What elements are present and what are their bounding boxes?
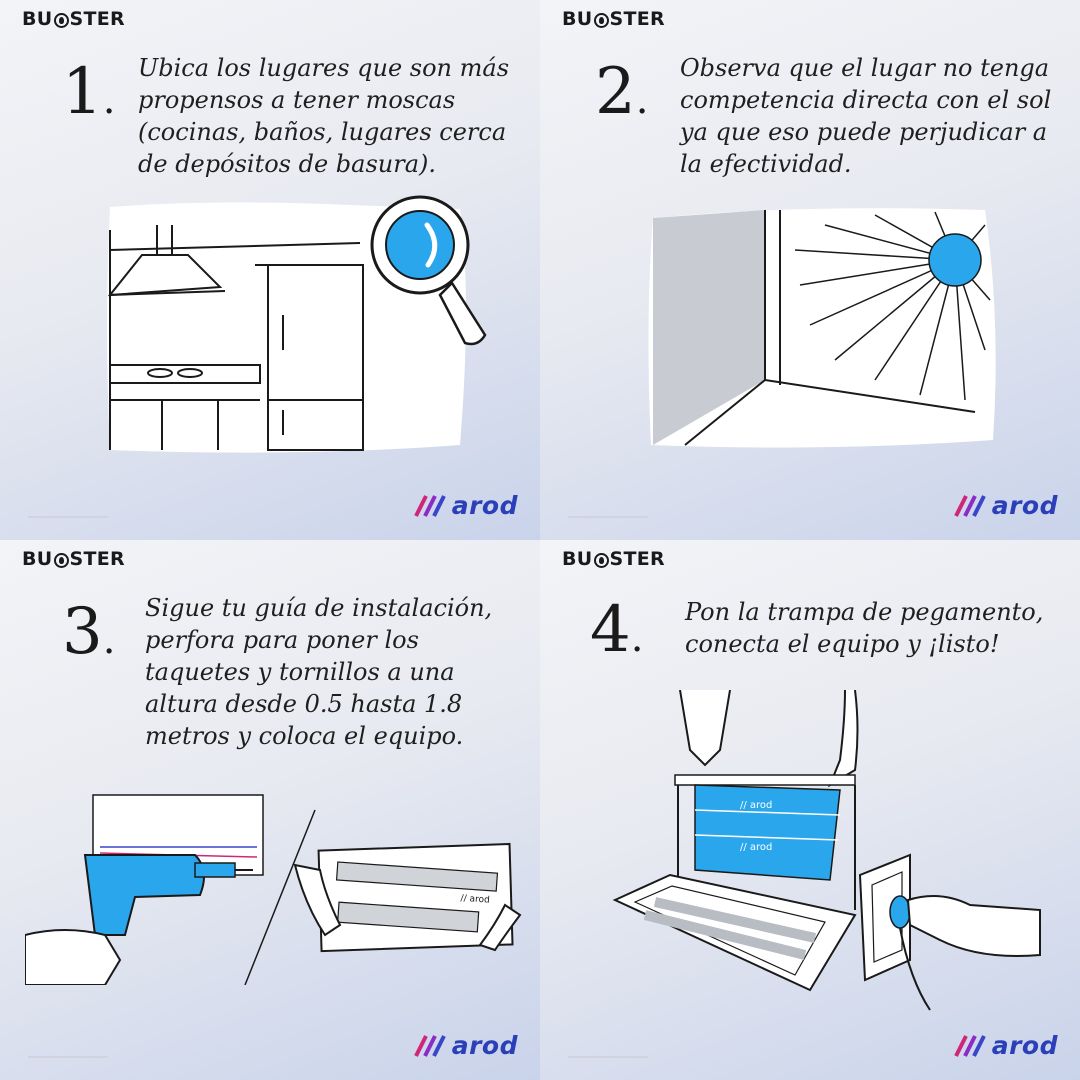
svg-text:// arod: // arod <box>460 894 490 906</box>
bug-icon <box>53 13 69 28</box>
brand-left: BU <box>22 8 53 30</box>
glue-trap-plug-icon: // arod // arod <box>612 690 1041 1011</box>
brand-logo: BU STER <box>22 8 125 30</box>
bug-icon <box>593 553 609 568</box>
arod-stripes-icon <box>953 494 986 517</box>
step-text: Observa que el lugar no tenga competenci… <box>680 52 1051 180</box>
divider <box>28 1056 108 1058</box>
arod-wordmark: arod <box>451 491 518 520</box>
divider <box>568 516 648 518</box>
step-number: 2. <box>595 55 649 129</box>
step-line: Sigue tu guía de instalación, <box>145 594 493 622</box>
step-line: (cocinas, baños, lugares cerca <box>138 118 507 146</box>
step-line: ya que eso puede perjudicar a <box>680 118 1048 146</box>
divider <box>568 1056 648 1058</box>
step-line: metros y coloca el equipo. <box>145 722 464 750</box>
step-line: conecta el equipo y ¡listo! <box>685 630 1000 658</box>
arod-wordmark: arod <box>991 1031 1058 1060</box>
step-text: Pon la trampa de pegamento, conecta el e… <box>685 596 1043 660</box>
step-line: perfora para poner los <box>145 626 419 654</box>
brand-right: STER <box>69 8 125 30</box>
arod-stripes-icon <box>413 1034 446 1057</box>
step-line: propensos a tener moscas <box>138 86 456 114</box>
step-number: 1. <box>62 55 116 129</box>
drill-device-icon: // arod <box>25 794 522 985</box>
arod-logo: arod <box>952 491 1058 520</box>
step-line: de depósitos de basura). <box>138 150 437 178</box>
step-panel-1: BU STER 1. Ubica los lugares que son más … <box>0 0 540 540</box>
arod-stripes-icon <box>953 1034 986 1057</box>
step-line: competencia directa con el sol <box>680 86 1052 114</box>
step-number: 4. <box>590 593 644 667</box>
step-line: Observa que el lugar no tenga <box>680 54 1050 82</box>
kitchen-magnifier-icon <box>107 195 487 453</box>
step-line: Ubica los lugares que son más <box>138 54 510 82</box>
svg-text:// arod: // arod <box>740 800 772 811</box>
step-number: 3. <box>62 595 116 669</box>
arod-logo: arod <box>412 1031 518 1060</box>
arod-logo: arod <box>952 1031 1058 1060</box>
step-text: Sigue tu guía de instalación, perfora pa… <box>145 592 492 752</box>
arod-logo: arod <box>412 491 518 520</box>
step-line: altura desde 0.5 hasta 1.8 <box>145 690 463 718</box>
arod-wordmark: arod <box>451 1031 518 1060</box>
step-line: la efectividad. <box>680 150 852 178</box>
step-line: taquetes y tornillos a una <box>145 658 455 686</box>
bug-icon <box>53 553 69 568</box>
step-text: Ubica los lugares que son más propensos … <box>138 52 509 180</box>
step-line: Pon la trampa de pegamento, <box>685 598 1044 626</box>
arod-wordmark: arod <box>991 491 1058 520</box>
arod-stripes-icon <box>413 494 446 517</box>
svg-text:// arod: // arod <box>740 842 772 853</box>
bug-icon <box>593 13 609 28</box>
divider <box>28 516 108 518</box>
window-sun-icon <box>648 208 996 448</box>
